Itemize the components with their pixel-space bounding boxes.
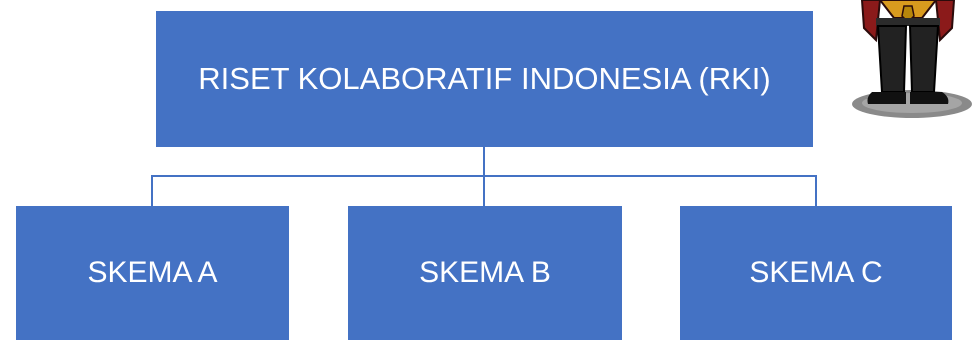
cartoon-character-standing-icon bbox=[852, 0, 972, 118]
child-node-skema-c: SKEMA C bbox=[680, 206, 952, 340]
child-node-skema-b: SKEMA B bbox=[348, 206, 622, 340]
root-node-label: RISET KOLABORATIF INDONESIA (RKI) bbox=[198, 61, 771, 96]
child-node-label: SKEMA A bbox=[87, 256, 218, 289]
root-node-box: RISET KOLABORATIF INDONESIA (RKI) bbox=[156, 11, 813, 147]
child-node-label: SKEMA B bbox=[419, 256, 551, 289]
child-node-skema-a: SKEMA A bbox=[16, 206, 289, 340]
child-node-label: SKEMA C bbox=[749, 256, 883, 289]
